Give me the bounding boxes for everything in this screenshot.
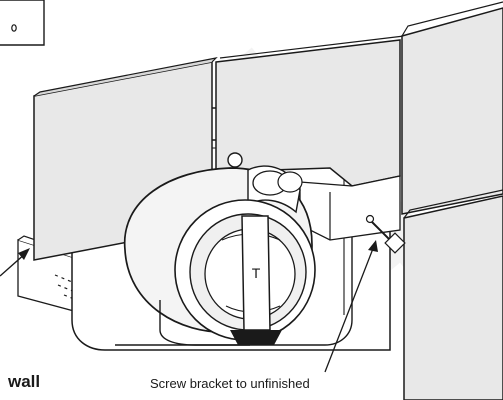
screw-leader bbox=[324, 240, 378, 373]
center-panel bbox=[215, 35, 405, 187]
screw bbox=[365, 214, 406, 254]
inset-box bbox=[0, 0, 45, 46]
right-panel-lower bbox=[403, 189, 503, 400]
wall-label: wall bbox=[8, 372, 41, 391]
bracket bbox=[299, 175, 401, 241]
screw-bracket-label: Screw bracket to unfinished bbox=[150, 376, 310, 391]
wall-arrow bbox=[0, 248, 30, 277]
device: T bbox=[123, 152, 316, 346]
svg-text:T: T bbox=[252, 265, 261, 281]
right-panel-upper bbox=[401, 1, 503, 215]
